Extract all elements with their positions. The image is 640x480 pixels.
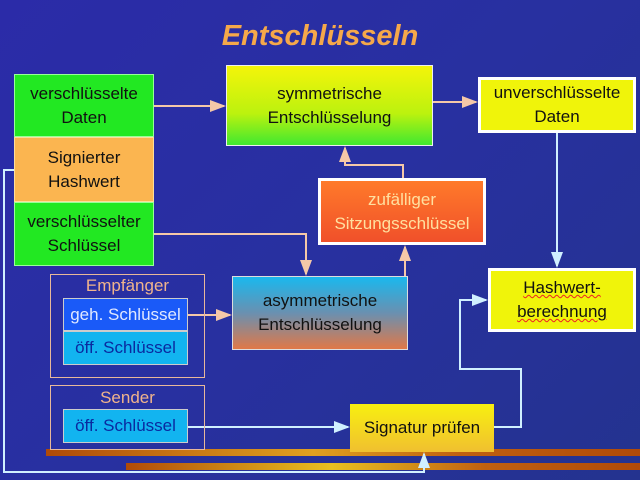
encrypted-data-box: verschlüsselte Daten (14, 74, 154, 137)
sender-public-key-label: öff. Schlüssel (75, 416, 176, 435)
session-key-box: zufälliger Sitzungsschlüssel (318, 178, 486, 245)
encrypted-key-label: verschlüsselter Schlüssel (27, 212, 141, 255)
symmetric-decryption-label: symmetrische Entschlüsselung (267, 83, 392, 127)
symmetric-decryption-box: symmetrische Entschlüsselung (226, 65, 433, 146)
slide-title: Entschlüsseln (221, 20, 419, 52)
signed-hash-label: Signierter Hashwert (47, 147, 121, 191)
receiver-label: Empfänger (85, 276, 170, 295)
receiver-private-key-label: geh. Schlüssel (70, 304, 181, 324)
receiver-private-key: geh. Schlüssel (63, 298, 188, 331)
encrypted-data-label: verschlüsselte Daten (30, 83, 138, 127)
plaintext-data-box: unverschlüsselte Daten (478, 77, 636, 133)
hash-calculation-box: Hashwert-berechnung (488, 268, 636, 332)
asymmetric-decryption-label: asymmetrische Entschlüsselung (258, 291, 382, 334)
sender-group (50, 385, 205, 450)
receiver-group (50, 274, 205, 378)
decor-bar-2 (126, 463, 640, 470)
hash-calculation-label: Hashwert-berechnung (517, 278, 607, 321)
signed-hash-box: Signierter Hashwert (14, 137, 154, 202)
asymmetric-decryption-box: asymmetrische Entschlüsselung (232, 276, 408, 350)
session-key-label: zufälliger Sitzungsschlüssel (334, 189, 470, 233)
receiver-public-key-label: öff. Schlüssel (75, 338, 176, 357)
receiver-public-key: öff. Schlüssel (63, 331, 188, 365)
sender-label: Sender (100, 388, 155, 407)
encrypted-key-box: verschlüsselter Schlüssel (14, 202, 154, 266)
verify-signature-label: Signatur prüfen (363, 418, 481, 437)
sender-public-key: öff. Schlüssel (63, 409, 188, 443)
verify-signature-box: Signatur prüfen (350, 404, 494, 452)
decor-bar-1 (46, 449, 640, 456)
plaintext-data-label: unverschlüsselte Daten (493, 83, 621, 126)
